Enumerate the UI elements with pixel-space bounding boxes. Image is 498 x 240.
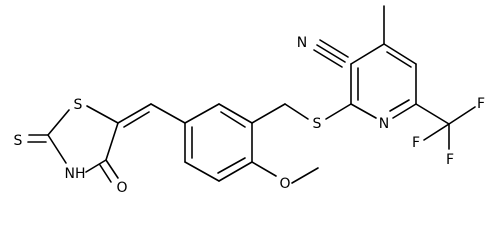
cf3-f3-bond xyxy=(423,123,450,141)
ch-c5-double-b xyxy=(123,111,150,128)
methoxy-ch3-bond xyxy=(291,167,319,184)
pyridine-bond-c6-n-a xyxy=(392,103,417,119)
benzene-bond-5 xyxy=(218,161,253,182)
ch2-benzene-bond xyxy=(251,103,286,124)
pyridine-bond-n-c2 xyxy=(350,103,377,119)
ch-c5-double-a xyxy=(117,103,152,124)
cf3-f1-bond xyxy=(448,106,476,125)
carbonyl-o-label: O xyxy=(116,180,127,196)
nitrile-triple-bond-2 xyxy=(319,39,349,58)
cf3-f2-label: F xyxy=(446,152,454,168)
pyridine-s-bond xyxy=(325,103,352,120)
pyridine-n-label: N xyxy=(379,116,389,132)
benzene-bond-5b xyxy=(217,157,246,174)
methoxy-o-label: O xyxy=(279,176,290,192)
nitrile-triple-bond-3 xyxy=(313,49,343,68)
atom-labels: N N S F F F O S S NH O xyxy=(14,35,485,196)
pyridine-bond-c4-c5-a xyxy=(383,43,417,65)
s-ch2-bond xyxy=(284,103,309,120)
bonds xyxy=(27,5,476,184)
thiazolidine-s1-c2 xyxy=(47,109,70,136)
cf3-f1-label: F xyxy=(477,96,485,112)
molecule-drawing: N N S F F F O S S NH O xyxy=(14,5,485,196)
benzene-bond-2 xyxy=(184,103,220,124)
thione-s-label: S xyxy=(14,133,23,149)
thiazolidine-c2-n3 xyxy=(47,134,67,164)
benzene-bond-4 xyxy=(184,161,220,182)
benzene-bond-1 xyxy=(218,103,253,124)
pyridine-bond-c6-n-b xyxy=(389,99,410,112)
pyridine-bond-c3-c4 xyxy=(350,43,385,65)
carbonyl-bond-b xyxy=(99,164,112,183)
nh-label: NH xyxy=(65,166,86,182)
thioether-s-label: S xyxy=(313,116,322,132)
chemical-structure: N N S F F F O S S NH O xyxy=(14,5,485,196)
pyridine-bond-c4-c5-b xyxy=(386,51,412,68)
thiazolidine-n3-c4 xyxy=(85,159,107,173)
benzene-bond-1b xyxy=(220,111,246,128)
thiazolidine-c4-c5 xyxy=(105,122,119,161)
thiazolidine-s-label: S xyxy=(74,97,83,113)
nitrile-n-label: N xyxy=(297,35,307,51)
carbonyl-bond-a xyxy=(105,159,119,179)
nitrile-triple-bond-1 xyxy=(316,44,346,63)
benzene-ch-bond xyxy=(150,103,186,124)
cf3-bond xyxy=(415,103,450,125)
cf3-f3-label: F xyxy=(412,135,420,151)
thiazolidine-c5-s1 xyxy=(86,105,119,124)
methoxy-o-bond xyxy=(251,161,277,177)
